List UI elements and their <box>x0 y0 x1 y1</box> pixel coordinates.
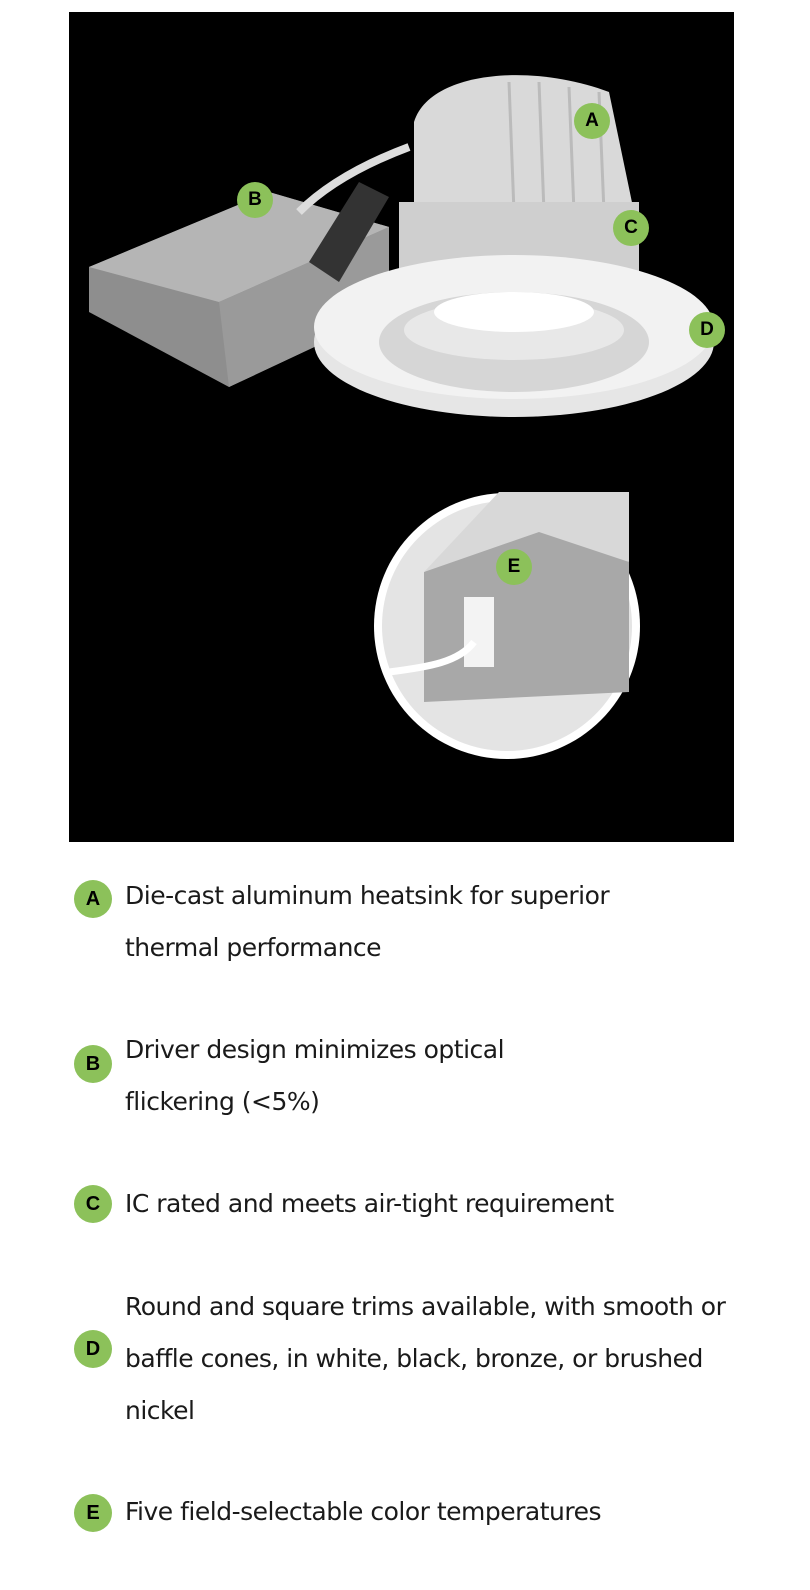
label-e-badge: E <box>496 549 532 585</box>
feature-c-badge: C <box>74 1185 112 1223</box>
downlight-illustration <box>89 75 714 759</box>
label-c-badge: C <box>613 210 649 246</box>
label-a-badge: A <box>574 103 610 139</box>
feature-e-badge: E <box>74 1494 112 1532</box>
label-d-badge: D <box>689 312 725 348</box>
feature-b-text: Driver design minimizes optical flickeri… <box>125 1035 505 1116</box>
feature-b-badge: B <box>74 1045 112 1083</box>
feature-d-badge: D <box>74 1330 112 1368</box>
feature-c-text: IC rated and meets air-tight requirement <box>125 1189 614 1218</box>
feature-a-badge: A <box>74 880 112 918</box>
feature-d-text: Round and square trims available, with s… <box>125 1292 726 1425</box>
feature-a-text: Die-cast aluminum heatsink for superior … <box>125 881 610 962</box>
product-image: A B C D E <box>69 12 734 842</box>
feature-e-text: Five field-selectable color temperatures <box>125 1497 602 1526</box>
label-b-badge: B <box>237 182 273 218</box>
